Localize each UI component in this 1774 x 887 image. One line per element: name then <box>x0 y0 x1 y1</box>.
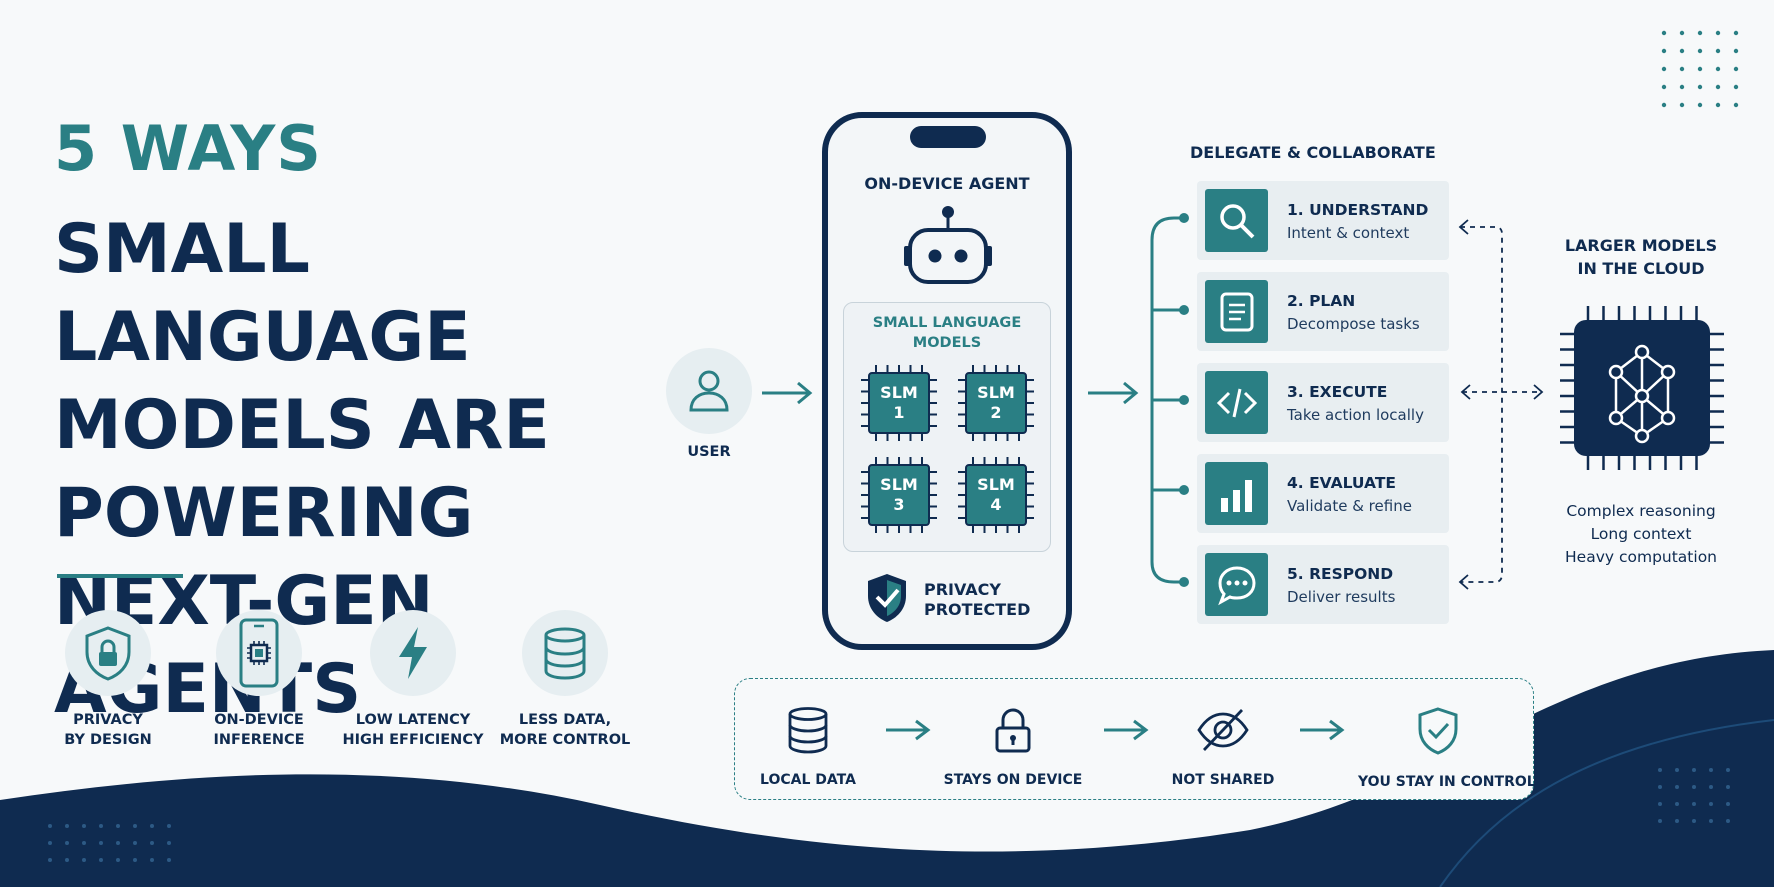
step-title: 4. EVALUATE <box>1287 474 1396 492</box>
step-bracket <box>1150 213 1189 587</box>
feature-label: LOW LATENCY HIGH EFFICIENCY <box>342 712 484 748</box>
flow-label: NOT SHARED <box>1171 772 1275 788</box>
step-execute: 3. EXECUTE Take action locally <box>1197 363 1449 442</box>
flow-arrow-3 <box>1300 719 1345 741</box>
cloud-capability: Long context <box>1590 525 1692 543</box>
robot-icon <box>904 206 992 284</box>
step-title: 3. EXECUTE <box>1287 383 1388 401</box>
phone-notch <box>910 126 986 148</box>
data-flow-panel <box>734 678 1534 800</box>
feature-low-latency: LOW LATENCY HIGH EFFICIENCY <box>328 610 498 750</box>
cloud-capability: Heavy computation <box>1565 548 1717 566</box>
flow-arrow-2 <box>1104 719 1149 741</box>
user-avatar <box>666 348 752 434</box>
step-title: 5. RESPOND <box>1287 565 1394 583</box>
slm-chip-4: SLM 4 <box>965 464 1027 526</box>
user-label: USER <box>687 444 731 460</box>
step-respond: 5. RESPOND Deliver results <box>1197 545 1449 624</box>
slm-chip-1: SLM 1 <box>868 372 930 434</box>
feature-less-data: LESS DATA, MORE CONTROL <box>480 610 650 750</box>
flow-label: YOU STAY IN CONTROL <box>1358 774 1536 790</box>
slm-panel-title: SMALL LANGUAGE MODELS <box>872 315 1022 351</box>
feature-label: LESS DATA, MORE CONTROL <box>499 712 631 748</box>
step-title: 2. PLAN <box>1287 292 1356 310</box>
step-understand: 1. UNDERSTAND Intent & context <box>1197 181 1449 260</box>
headline-divider <box>57 574 183 578</box>
cloud-capabilities: Complex reasoning Long context Heavy com… <box>1548 500 1734 569</box>
database-icon <box>788 707 828 754</box>
bar-chart-icon <box>1220 479 1252 512</box>
user-icon <box>689 370 729 412</box>
step-desc: Validate & refine <box>1287 497 1412 515</box>
flow-label: LOCAL DATA <box>760 772 856 788</box>
feature-label: PRIVACY BY DESIGN <box>64 712 152 748</box>
smartphone-chip-icon <box>239 618 279 688</box>
eye-slash-icon <box>1197 709 1249 751</box>
dot-grid-bottom-left <box>48 824 171 862</box>
flow-local-data: LOCAL DATA <box>728 706 888 788</box>
chip-pins <box>861 365 1034 533</box>
flow-not-shared: NOT SHARED <box>1143 706 1303 788</box>
padlock-icon <box>995 708 1031 753</box>
lightning-icon <box>399 627 427 679</box>
code-icon <box>1216 388 1257 417</box>
document-icon <box>1220 292 1253 331</box>
feature-on-device-inference: ON-DEVICE INFERENCE <box>174 610 344 750</box>
step-evaluate: 4. EVALUATE Validate & refine <box>1197 454 1449 533</box>
cloud-capability: Complex reasoning <box>1566 502 1716 520</box>
dot-grid-bottom-right <box>1658 768 1730 823</box>
slm-chip-3: SLM 3 <box>868 464 930 526</box>
magnifier-icon <box>1219 203 1254 238</box>
database-icon <box>544 627 586 680</box>
headline-title: SMALL LANGUAGE MODELS ARE POWERING NEXT-… <box>54 210 550 729</box>
step-desc: Intent & context <box>1287 224 1410 242</box>
neural-chip-icon <box>1560 306 1724 470</box>
cloud-connectors <box>1458 219 1544 590</box>
shield-check-icon <box>1418 707 1458 755</box>
feature-privacy-by-design: PRIVACY BY DESIGN <box>23 610 193 750</box>
feature-label: ON-DEVICE INFERENCE <box>213 712 305 748</box>
slm-chip-2: SLM 2 <box>965 372 1027 434</box>
delegate-title: DELEGATE & COLLABORATE <box>1190 143 1436 162</box>
step-desc: Decompose tasks <box>1287 315 1420 333</box>
flow-stays-on-device: STAYS ON DEVICE <box>933 706 1093 788</box>
dot-grid-top-right <box>1661 30 1739 108</box>
flow-arrow-1 <box>886 719 931 741</box>
shield-check-icon <box>868 574 906 622</box>
privacy-protected-label: PRIVACY PROTECTED <box>924 580 1031 619</box>
step-desc: Take action locally <box>1287 406 1424 424</box>
shield-lock-icon <box>85 626 131 681</box>
step-plan: 2. PLAN Decompose tasks <box>1197 272 1449 351</box>
step-title: 1. UNDERSTAND <box>1287 201 1429 219</box>
flow-label: STAYS ON DEVICE <box>943 772 1083 788</box>
headline-kicker: 5 WAYS <box>54 112 322 185</box>
arrow-device-to-steps <box>1088 381 1139 405</box>
chat-bubble-icon <box>1217 565 1256 605</box>
flow-you-stay-in-control: YOU STAY IN CONTROL <box>1358 706 1536 790</box>
cloud-title: LARGER MODELS IN THE CLOUD <box>1564 236 1718 278</box>
device-title: ON-DEVICE AGENT <box>864 174 1030 193</box>
arrow-user-to-device <box>762 381 813 405</box>
step-desc: Deliver results <box>1287 588 1396 606</box>
